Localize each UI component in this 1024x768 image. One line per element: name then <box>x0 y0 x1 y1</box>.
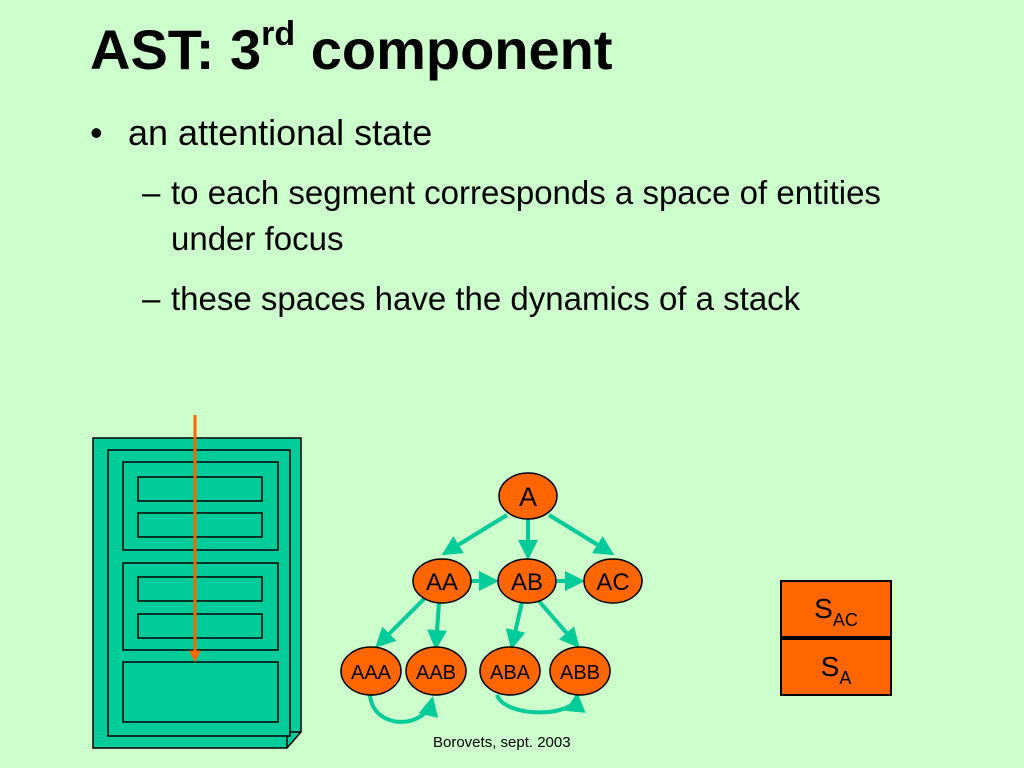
edge-a-ac <box>547 513 615 556</box>
subsegment-2b <box>137 613 263 639</box>
stack-bottom-subscript: A <box>839 668 852 688</box>
segment-box-3 <box>122 661 279 723</box>
bullet-text: an attentional state <box>128 112 433 153</box>
edge-aa-aaa <box>375 596 427 648</box>
tree-labels: A AA AB AC AAA AAB ABA ABB <box>351 482 630 684</box>
title-superscript: rd <box>261 15 296 53</box>
subbullet-1: –to each segment corresponds a space of … <box>142 170 932 262</box>
subbullet-marker: – <box>142 280 161 317</box>
node-aaa <box>340 646 402 696</box>
tree-edges <box>368 513 615 724</box>
subsegment-1a <box>137 476 263 502</box>
node-label-a: A <box>519 482 537 512</box>
subbullet-2: –these spaces have the dynamics of a sta… <box>142 276 962 322</box>
node-label-aba: ABA <box>490 662 531 684</box>
edge-a-aa <box>441 513 509 556</box>
node-label-abb: ABB <box>560 662 600 684</box>
edge-ab-aba <box>505 601 526 650</box>
document-icon <box>92 437 302 749</box>
node-label-ac: AC <box>596 569 629 596</box>
edge-aa-aab <box>427 601 448 650</box>
tree-nodes <box>340 472 643 696</box>
node-ab <box>497 558 557 604</box>
node-a <box>498 472 558 520</box>
node-ac <box>583 558 643 604</box>
subsegment-2a <box>137 576 263 602</box>
stack-bottom-letter: S <box>820 651 840 682</box>
bullet-marker: • <box>90 112 103 153</box>
node-label-aaa: AAA <box>351 662 392 684</box>
node-label-aab: AAB <box>416 662 456 684</box>
node-abb <box>549 646 611 696</box>
node-label-aa: AA <box>426 569 458 596</box>
edge-aaa-aab <box>368 694 439 724</box>
title-main: AST: 3 <box>90 18 262 81</box>
edge-aba-abb <box>495 692 586 715</box>
node-aa <box>412 558 472 604</box>
slide-title: AST: 3rd component <box>90 17 612 78</box>
subbullet-text: these spaces have the dynamics of a stac… <box>171 280 801 317</box>
subbullet-text: to each segment corresponds a space of e… <box>171 174 881 257</box>
stack-top-subscript: AC <box>832 610 858 630</box>
footer-text: Borovets, sept. 2003 <box>433 734 571 751</box>
node-label-ab: AB <box>511 569 543 596</box>
stack-top-sac: SAC <box>780 580 892 638</box>
stack-bottom-sa: SA <box>780 638 892 696</box>
subsegment-1b <box>137 512 263 538</box>
stack-top-letter: S <box>814 593 833 624</box>
subbullet-marker: – <box>142 174 161 211</box>
edge-ab-abb <box>536 598 580 649</box>
bullet-level1: • an attentional state <box>90 112 432 154</box>
node-aab <box>405 646 467 696</box>
title-rest: component <box>295 18 613 81</box>
node-aba <box>479 646 541 696</box>
